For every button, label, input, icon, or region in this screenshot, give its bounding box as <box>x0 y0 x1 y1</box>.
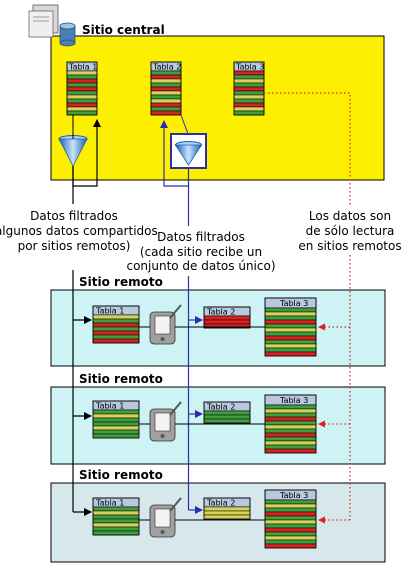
pda-device-icon <box>149 304 182 345</box>
central-table-3: Tabla 3 <box>233 61 265 116</box>
caption-line: (cada sitio recibe un <box>140 245 262 259</box>
blue-feedback-arrow <box>160 120 190 187</box>
central-site-title: Sitio central <box>82 23 165 37</box>
caption-line: Los datos son <box>309 209 391 223</box>
caption-line: conjunto de datos único) <box>126 259 275 273</box>
remote-site-title-2: Sitio remoto <box>79 372 163 386</box>
caption-line: en sitios remotos <box>298 239 401 253</box>
remote-2-table-3-label: Tabla 3 <box>279 396 308 405</box>
remote-2-table-3: Tabla 3 <box>264 394 317 454</box>
remote-2-table-2: Tabla 2 <box>203 401 251 424</box>
central-table-1-label: Tabla 1 <box>68 63 97 72</box>
pda-device-icon <box>149 497 182 538</box>
remote-site-title-1: Sitio remoto <box>79 275 163 289</box>
remote-2-table-1: Tabla 1 <box>92 400 140 439</box>
remote-3-table-3-label: Tabla 3 <box>279 491 308 500</box>
remote-3-table-2-label: Tabla 2 <box>206 499 235 508</box>
remote-3-table-2: Tabla 2 <box>203 497 251 520</box>
remote-1-table-2: Tabla 2 <box>203 306 251 329</box>
remote-1-table-3-label: Tabla 3 <box>279 299 308 308</box>
remote-3-table-1-label: Tabla 1 <box>95 499 124 508</box>
remote-1-table-3: Tabla 3 <box>264 297 317 357</box>
remote-3-table-3: Tabla 3 <box>264 489 317 549</box>
caption-readonly: Los datos son de sólo lectura en sitios … <box>298 209 401 253</box>
central-table-3-label: Tabla 3 <box>235 63 264 72</box>
central-site-box <box>50 35 385 181</box>
readonly-connector <box>264 92 351 205</box>
caption-line: por sitios remotos) <box>18 239 131 253</box>
caption-filtered-unique: Datos filtrados (cada sitio recibe un co… <box>126 230 275 273</box>
server-database-icon <box>28 4 76 47</box>
remote-site-title-3: Sitio remoto <box>79 468 163 482</box>
remote-1-table-1-label: Tabla 1 <box>95 307 124 316</box>
caption-line: (algunos datos compartidos <box>0 224 158 238</box>
remote-1-table-1: Tabla 1 <box>92 305 140 344</box>
remote-3-table-1: Tabla 1 <box>92 497 140 536</box>
remote-1-table-2-label: Tabla 2 <box>206 308 235 317</box>
central-table-1: Tabla 1 <box>66 61 98 116</box>
caption-filtered-shared: Datos filtrados (algunos datos compartid… <box>0 209 158 253</box>
caption-line: Datos filtrados <box>30 209 118 223</box>
remote-2-table-1-label: Tabla 1 <box>95 402 124 411</box>
remote-2-table-2-label: Tabla 2 <box>206 403 235 412</box>
central-table-2: Tabla 2 <box>150 61 182 116</box>
caption-line: de sólo lectura <box>306 224 395 238</box>
caption-line: Datos filtrados <box>157 230 245 244</box>
central-table-2-label: Tabla 2 <box>152 63 181 72</box>
filter-funnel-icon <box>174 141 203 166</box>
pda-device-icon <box>149 401 182 442</box>
